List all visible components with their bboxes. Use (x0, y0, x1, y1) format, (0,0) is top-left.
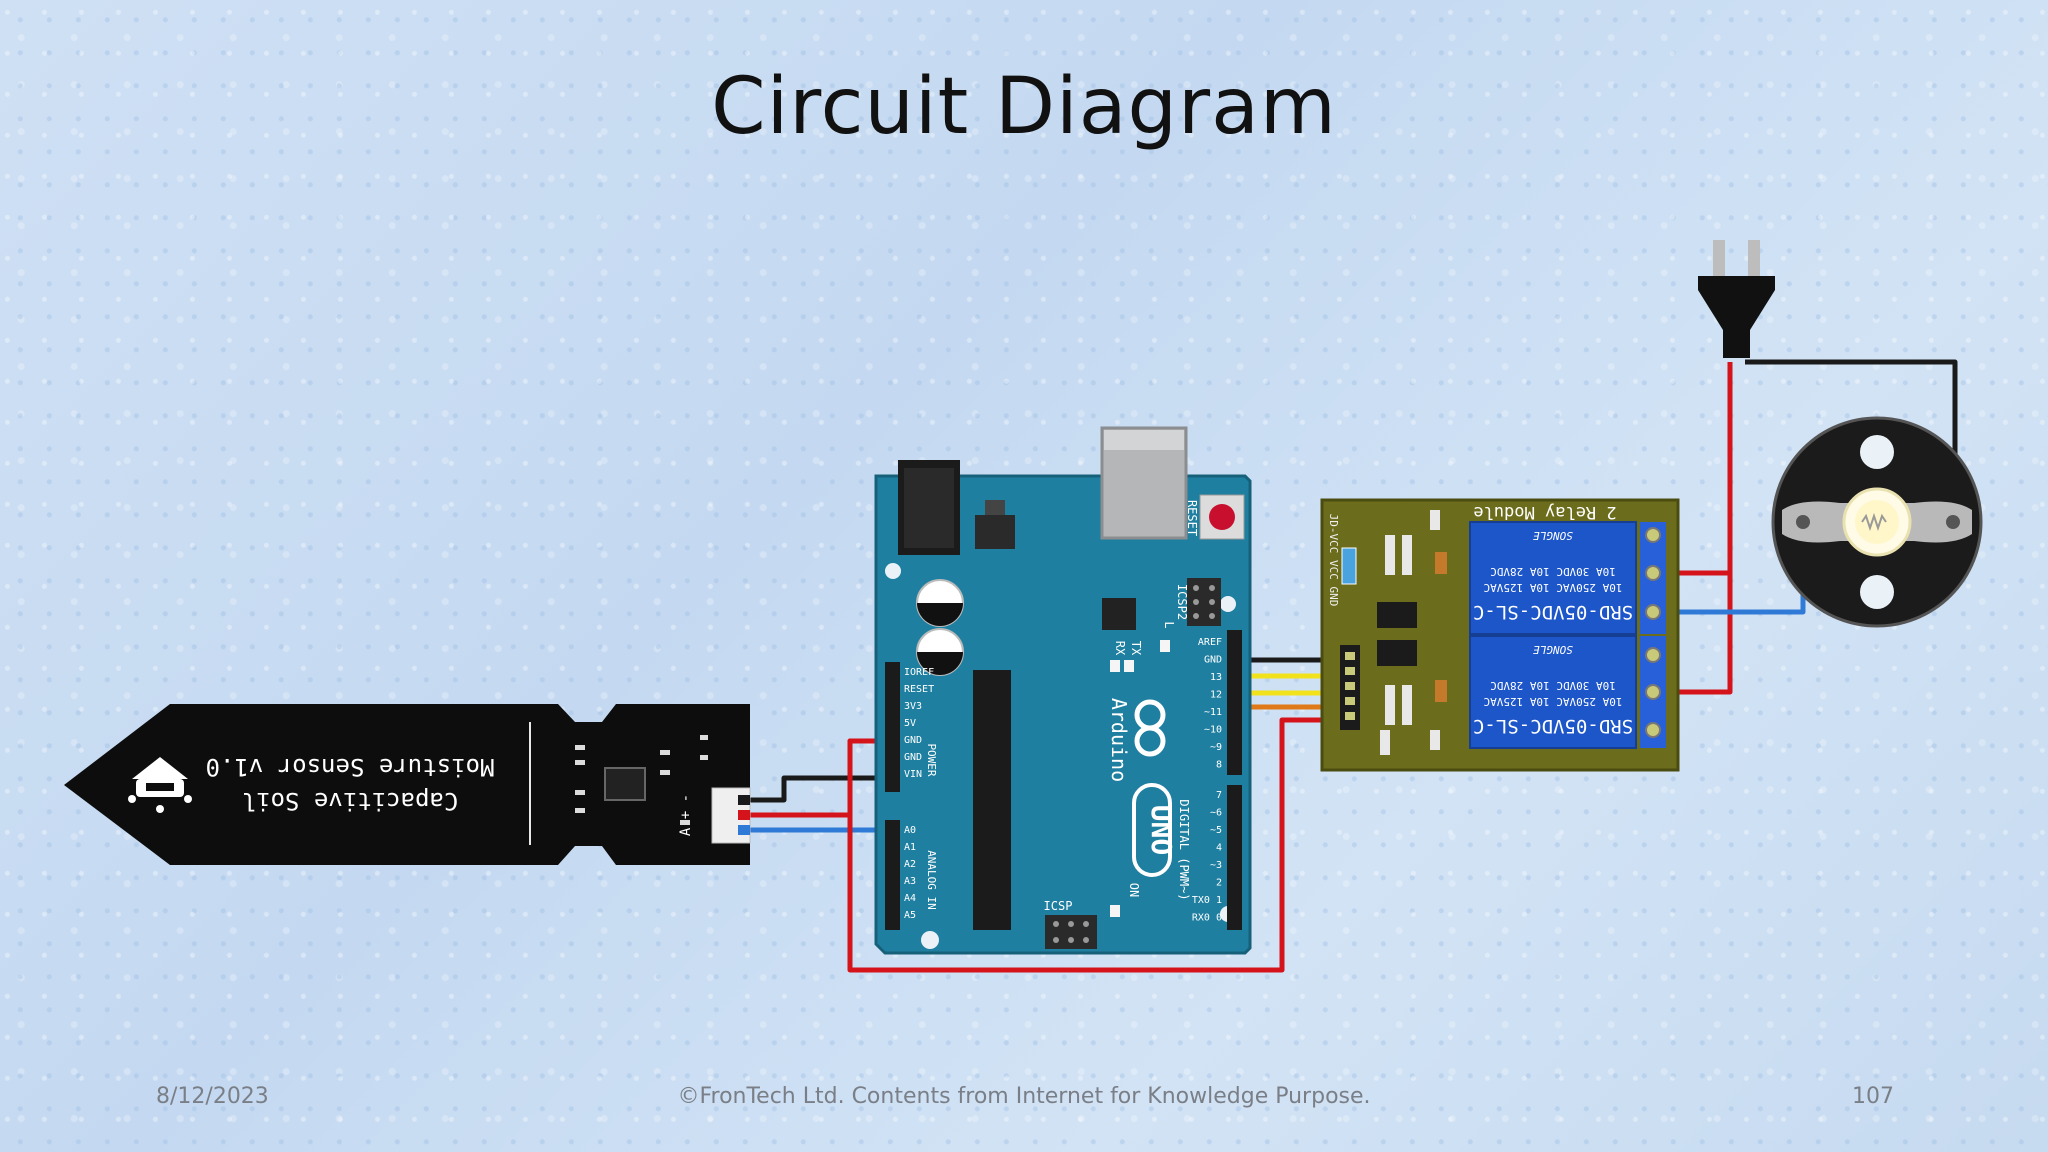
relay-module-title: 2 Relay Module (1473, 502, 1616, 522)
pin-label: A1 (904, 842, 916, 853)
reset-label: RESET (1185, 500, 1199, 536)
pin-label: 8 (1216, 760, 1222, 771)
relay2-maker: SONGLE (1533, 643, 1573, 656)
pin-label: 2 (1216, 878, 1222, 889)
relay1-model: SRD-05VDC-SL-C (1473, 601, 1633, 623)
tx-label: TX (1129, 641, 1143, 656)
pin-label: 7 (1216, 790, 1222, 801)
relay2-model: SRD-05VDC-SL-C (1473, 715, 1633, 737)
rx-label: RX (1113, 641, 1127, 656)
relay2-rating2: 10A 30VDC 10A 28VDC (1490, 679, 1616, 692)
digital-label: DIGITAL (PWM~) (1177, 799, 1191, 900)
power-pin-labels: IOREF RESET 3V3 5V GND GND VIN (904, 667, 934, 780)
relay1-maker: SONGLE (1533, 529, 1573, 542)
pin-label: ~10 (1204, 725, 1222, 736)
relay-terminals (1640, 522, 1666, 748)
pin-label: TX0 1 (1192, 895, 1222, 906)
icsp-label: ICSP (1044, 899, 1073, 913)
sensor-label-line2: Moisture Sensor v1.0 (206, 753, 495, 781)
pin-label: A5 (904, 910, 916, 921)
arduino-uno: RESET ICSP2 ICSP TX RX L ON Arduino (874, 426, 1252, 955)
pin-label: GND (904, 735, 922, 746)
power-label: POWER (925, 743, 938, 776)
l-label: L (1162, 621, 1176, 628)
relay1-rating2: 10A 30VDC 10A 28VDC (1490, 565, 1616, 578)
arduino-logo-icon (1134, 699, 1166, 757)
pin-label: 12 (1210, 690, 1222, 701)
digital-top-pin-labels: AREF GND 13 12 ~11 ~10 ~9 8 (1198, 637, 1222, 771)
pin-label: VIN (904, 769, 922, 780)
relay-module: 2 Relay Module SRD-05VDC-SL-C 10A 250VAC… (1320, 498, 1680, 772)
pin-label: 5V (904, 718, 916, 729)
pin-label: AREF (1198, 637, 1222, 648)
pin-label: 4 (1216, 843, 1222, 854)
pin-label: GND (1204, 655, 1222, 666)
soil-moisture-sensor: Capacitive Soil Moisture Sensor v1.0 A +… (64, 704, 751, 865)
microcontroller-chip (973, 670, 1011, 930)
relay-2: SRD-05VDC-SL-C 10A 250VAC 10A 125VAC 10A… (1469, 635, 1637, 749)
light-bulb-icon (1771, 416, 1983, 628)
pin-label: ~6 (1210, 808, 1222, 819)
pin-label: ~3 (1210, 860, 1222, 871)
relay1-rating1: 10A 250VAC 10A 125VAC (1483, 581, 1622, 594)
pin-label: RX0 0 (1192, 913, 1222, 924)
slide-title: Circuit Diagram (711, 62, 1337, 152)
pin-label: ~9 (1210, 742, 1222, 753)
arduino-brand: Arduino (1107, 698, 1131, 782)
footer-copyright: ©FronTech Ltd. Contents from Internet fo… (677, 1084, 1371, 1109)
sensor-label-line1: Capacitive Soil (242, 787, 459, 815)
pin-label: IOREF (904, 667, 934, 678)
analog-label: ANALOG IN (925, 850, 938, 910)
sensor-pin-labels: A + - (678, 794, 694, 836)
power-plug-icon (1698, 240, 1775, 358)
pin-label: A0 (904, 825, 916, 836)
pin-label: GND (904, 752, 922, 763)
relay2-rating1: 10A 250VAC 10A 125VAC (1483, 695, 1622, 708)
pin-label: RESET (904, 684, 934, 695)
wire-sensor-gnd (750, 775, 890, 803)
arduino-model: UNO (1145, 805, 1178, 856)
pin-label: A2 (904, 859, 916, 870)
pin-label: 3V3 (904, 701, 922, 712)
robot-logo-icon (128, 757, 192, 813)
page-number: 107 (1852, 1084, 1894, 1109)
pin-label: A4 (904, 893, 916, 904)
relay-pins-label: JD-VCC VCC GND (1327, 514, 1340, 607)
icsp2-label: ICSP2 (1175, 584, 1189, 620)
pin-label: 13 (1210, 672, 1222, 683)
on-label: ON (1127, 883, 1141, 897)
pin-label: ~11 (1204, 707, 1222, 718)
pin-label: A3 (904, 876, 916, 887)
wire-5v-relay (847, 717, 1352, 973)
footer-date: 8/12/2023 (156, 1084, 269, 1109)
pin-label: ~5 (1210, 825, 1222, 836)
relay-1: SRD-05VDC-SL-C 10A 250VAC 10A 125VAC 10A… (1469, 521, 1637, 635)
